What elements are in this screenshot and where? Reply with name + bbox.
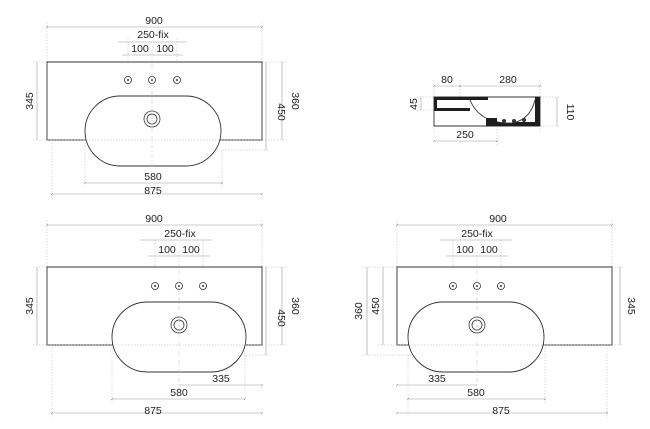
bottom-left-view: 900 250-fix 100 100 345 450 360 bbox=[24, 213, 301, 418]
bottom-left-depth-right: 360 bbox=[289, 297, 301, 315]
bottom-right-tap-spacing-left: 100 bbox=[456, 244, 474, 256]
bottom-right-tap-label: 250-fix bbox=[461, 228, 493, 240]
section-total-height: 110 bbox=[564, 104, 576, 121]
bottom-right-drain-offset: 335 bbox=[428, 373, 446, 385]
section-view: 80 280 45 110 250 bbox=[408, 74, 576, 146]
top-left-width-overall: 900 bbox=[145, 15, 163, 27]
top-left-lower-width: 875 bbox=[144, 185, 162, 197]
bottom-left-lower-width: 875 bbox=[144, 405, 162, 417]
bottom-right-tap-spacing-right: 100 bbox=[480, 244, 498, 256]
top-left-bowl-width: 580 bbox=[144, 171, 162, 183]
bottom-left-tap-spacing-left: 100 bbox=[158, 244, 176, 256]
top-left-view: 900 250-fix 100 100 345 450 360 bbox=[24, 15, 301, 198]
bottom-left-depth-left: 345 bbox=[24, 297, 36, 315]
bottom-right-lower-width: 875 bbox=[492, 405, 510, 417]
bottom-right-width-overall: 900 bbox=[489, 213, 507, 225]
section-bottom-width: 250 bbox=[456, 129, 474, 141]
section-rim-height: 45 bbox=[408, 98, 420, 110]
top-left-tap-label: 250-fix bbox=[137, 29, 169, 41]
section-rim-width: 80 bbox=[441, 74, 453, 86]
bottom-left-drain-offset: 335 bbox=[212, 373, 230, 385]
top-left-tap-spacing-right: 100 bbox=[156, 43, 174, 55]
bottom-right-bowl-width: 580 bbox=[467, 387, 485, 399]
bottom-left-bowl-width: 580 bbox=[170, 387, 188, 399]
top-left-depth-left: 345 bbox=[24, 92, 36, 110]
section-bowl-span: 280 bbox=[499, 74, 517, 86]
bottom-left-width-overall: 900 bbox=[145, 213, 163, 225]
bottom-right-depth-left: 360 bbox=[353, 302, 365, 320]
top-left-depth-inner: 450 bbox=[275, 103, 287, 121]
top-left-depth-right: 360 bbox=[289, 92, 301, 110]
bottom-left-tap-spacing-right: 100 bbox=[182, 244, 200, 256]
bottom-right-view: 900 250-fix 100 100 360 450 345 bbox=[353, 213, 637, 418]
bottom-right-depth-inner: 450 bbox=[370, 297, 382, 315]
bottom-right-depth-right: 345 bbox=[625, 297, 637, 315]
top-left-tap-spacing-left: 100 bbox=[131, 43, 149, 55]
bottom-left-tap-label: 250-fix bbox=[164, 228, 196, 240]
bottom-left-depth-inner: 450 bbox=[275, 309, 287, 327]
